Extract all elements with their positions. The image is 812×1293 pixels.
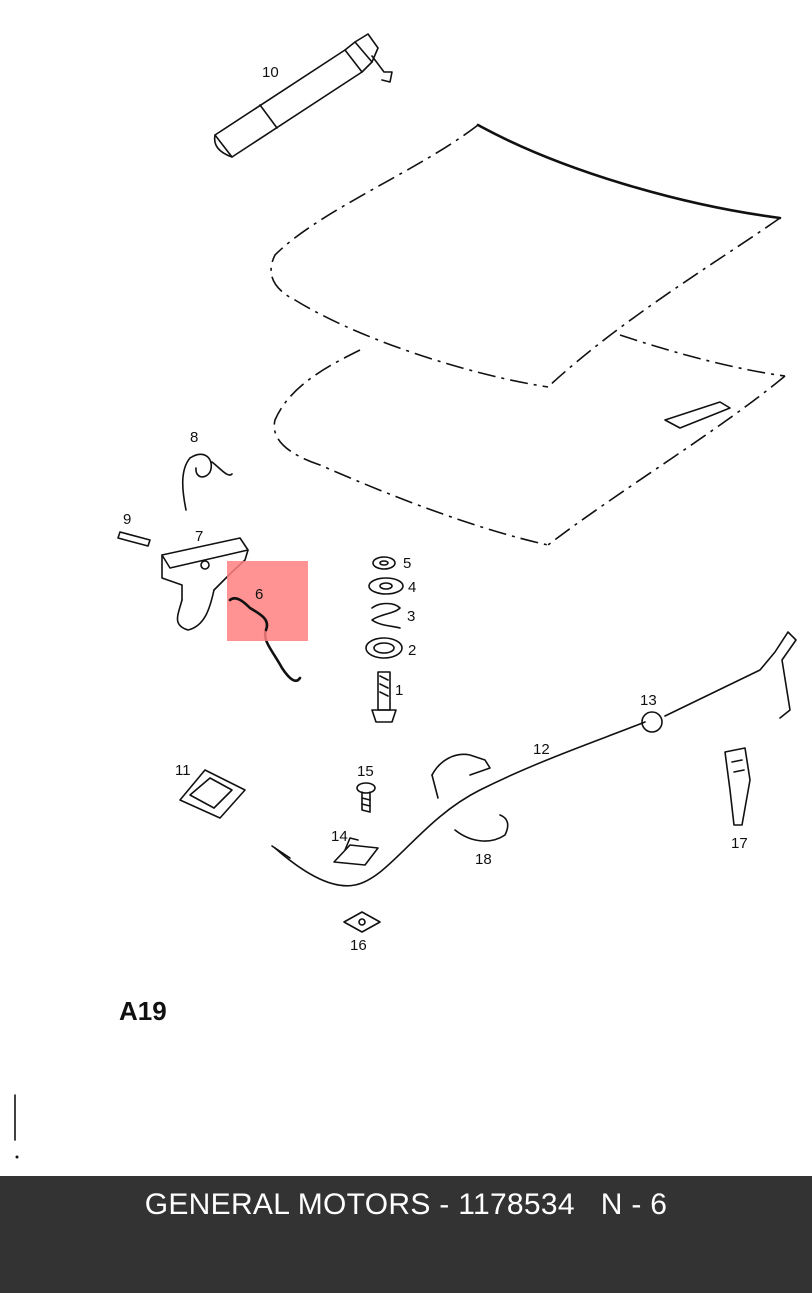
buffer-stack-drawing: [365, 556, 404, 723]
callout-13: 13: [640, 692, 657, 709]
callout-3: 3: [407, 608, 415, 625]
hook-wire-over-highlight: [228, 597, 269, 632]
callout-14: 14: [331, 828, 348, 845]
callout-5: 5: [403, 555, 411, 572]
screw-drawing: [356, 782, 376, 813]
part-number-caption: GENERAL MOTORS - 1178534 N - 6: [144, 1188, 668, 1221]
bolt-drawing: [117, 531, 151, 547]
release-cable-drawing: [271, 721, 646, 887]
callout-16: 16: [350, 937, 367, 954]
margin-dot: [15, 1155, 19, 1159]
callout-2: 2: [408, 642, 416, 659]
sheet-code: A19: [119, 996, 167, 1026]
gas-strut-drawing: [213, 33, 393, 158]
callout-7: 7: [195, 528, 203, 545]
clip-nut-drawing: [343, 911, 381, 933]
callout-17: 17: [731, 835, 748, 852]
callout-12: 12: [533, 741, 550, 758]
spring-hook-drawing: [181, 453, 233, 511]
hood-inner-panel: [273, 334, 786, 546]
callout-10: 10: [262, 64, 279, 81]
clip-drawing: [179, 769, 246, 819]
callout-11: 11: [175, 762, 191, 779]
callout-9: 9: [123, 511, 131, 528]
callout-18: 18: [475, 851, 492, 868]
release-handle-drawing: [724, 747, 751, 826]
callout-1: 1: [395, 682, 403, 699]
latch-drawing: [161, 537, 249, 631]
callout-15: 15: [357, 763, 374, 780]
callout-8: 8: [190, 429, 198, 446]
retaining-wire-drawing: [454, 814, 509, 842]
parts-diagram: 10 8 9 7 6 5 4 3 2 1 11 15 14 16 12 13 1…: [14, 33, 797, 1159]
callout-6: 6: [255, 586, 263, 603]
hood-outer-panel: [270, 123, 782, 388]
grommet-drawing: [641, 631, 797, 733]
footer-bar: GENERAL MOTORS - 1178534 N - 6: [0, 1176, 812, 1293]
callout-4: 4: [408, 579, 416, 596]
bracket-drawing: [333, 837, 379, 866]
